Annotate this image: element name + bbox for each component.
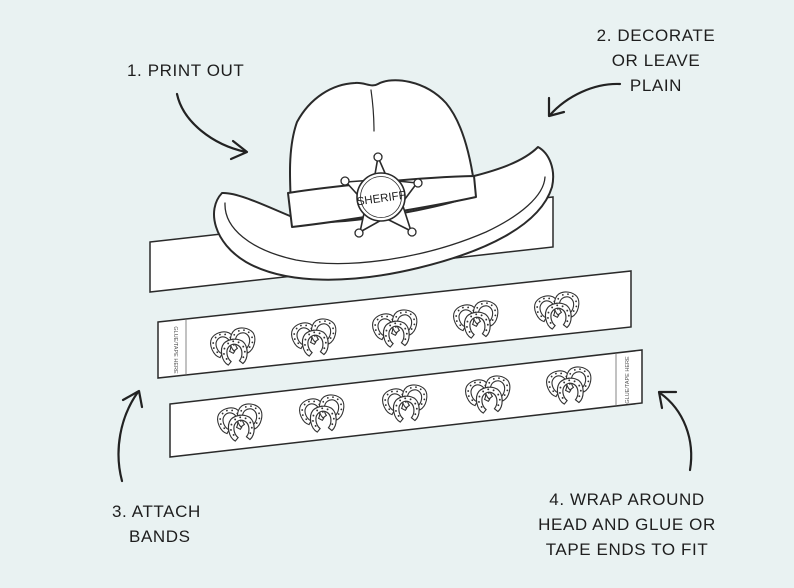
step-line: PLAIN (629, 76, 683, 95)
cowboy-hat-icon (213, 79, 555, 281)
step-line: OR LEAVE (611, 51, 701, 70)
horseshoe-band-bottom: GLUE/TAPE HERE (169, 349, 643, 458)
step-line: 2. DECORATE (596, 26, 716, 45)
step-print-label: 1. PRINT OUT (127, 58, 244, 83)
step-wrap-label: 4. WRAP AROUND HEAD AND GLUE OR TAPE END… (536, 487, 718, 562)
glue-label-right: GLUE/TAPE HERE (625, 356, 631, 404)
step-attach-label: 3. ATTACH BANDS (112, 499, 201, 549)
glue-label-left: GLUE/TAPE HERE (172, 326, 178, 374)
step-line: 1. PRINT OUT (127, 61, 245, 80)
step-line: BANDS (129, 527, 191, 546)
arrow-to-bands-icon (117, 389, 144, 483)
arrow-to-hat-icon (175, 92, 249, 161)
arrow-from-decorate-icon (547, 82, 622, 118)
step-line: 3. ATTACH (112, 502, 201, 521)
step-line: TAPE ENDS TO FIT (545, 540, 709, 559)
step-line: 4. WRAP AROUND (549, 490, 705, 509)
step-decorate-label: 2. DECORATE OR LEAVE PLAIN (596, 23, 716, 98)
arrow-to-band-ends-icon (657, 390, 693, 472)
horseshoe-band-top: GLUE/TAPE HERE (157, 270, 632, 379)
step-line: HEAD AND GLUE OR (538, 515, 716, 534)
sheriff-badge-icon: SHERIFF (340, 152, 423, 238)
